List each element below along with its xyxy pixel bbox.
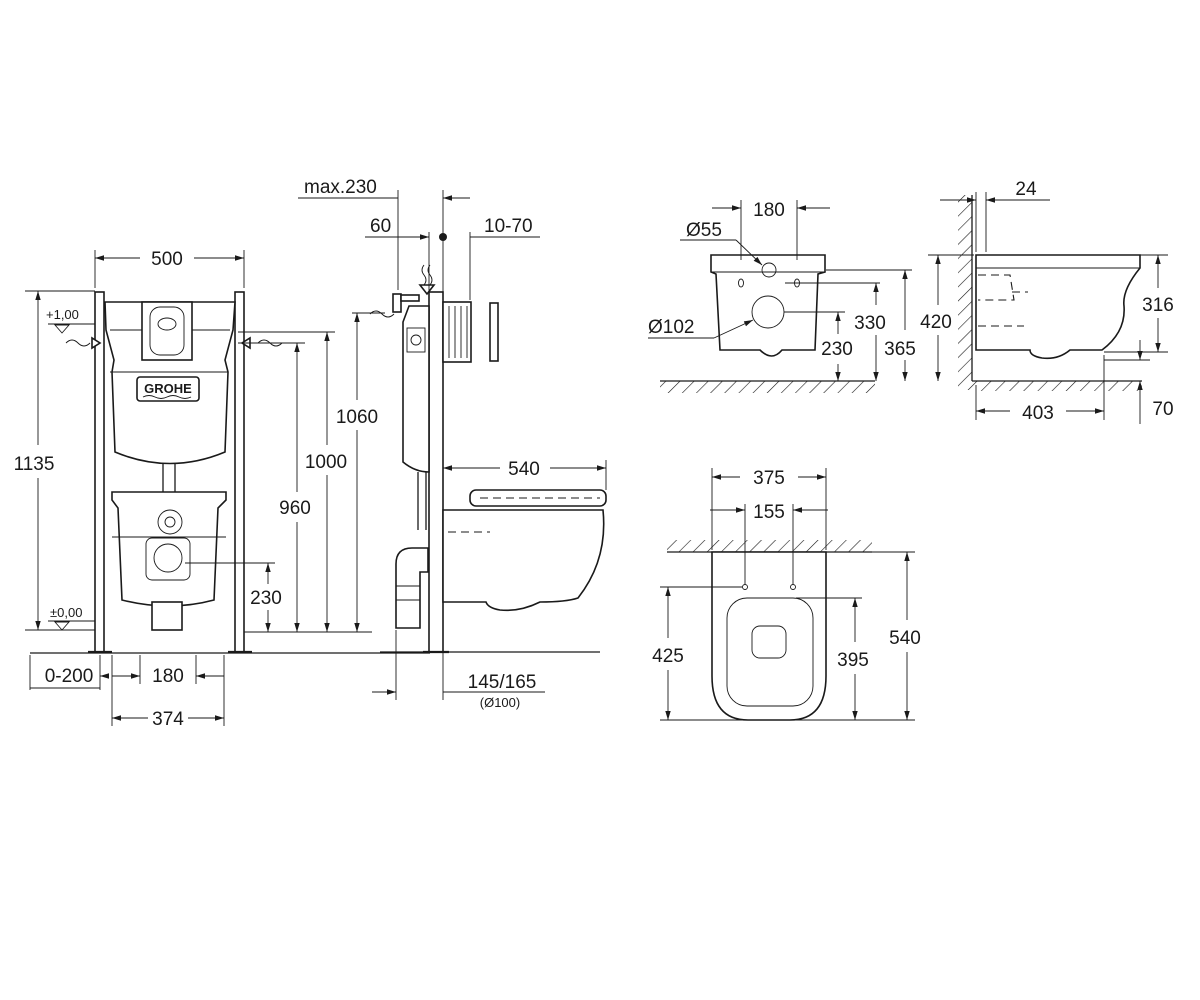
- brand-logo: GROHE: [144, 381, 192, 396]
- dim-70: 70: [1152, 399, 1173, 420]
- dim-403: 403: [1022, 403, 1054, 424]
- dim-960: 960: [279, 498, 311, 519]
- level-plus: +1,00: [46, 307, 79, 322]
- dim-540-plan: 540: [889, 628, 921, 649]
- dim-155: 155: [753, 502, 785, 523]
- dim-diam-102: Ø102: [648, 317, 694, 338]
- level-zero: ±0,00: [50, 605, 82, 620]
- side-view: max.230 60 10-70 540 145/165 (Ø100): [298, 177, 607, 710]
- dim-500: 500: [151, 249, 183, 270]
- dim-395: 395: [837, 650, 869, 671]
- bowl-rear-view: 180 Ø55 Ø102 330 230 365: [648, 200, 916, 393]
- dim-425: 425: [652, 646, 684, 667]
- dim-420: 420: [920, 312, 952, 333]
- dim-230-front: 230: [250, 588, 282, 609]
- dim-365: 365: [884, 339, 916, 360]
- dim-10-70: 10-70: [484, 216, 533, 237]
- dim-1000: 1000: [305, 452, 347, 473]
- dim-316: 316: [1142, 295, 1174, 316]
- dim-max-230: max.230: [304, 177, 377, 198]
- dim-230-bowl: 230: [821, 339, 853, 360]
- dim-145-165: 145/165: [468, 672, 537, 693]
- dim-180-front: 180: [152, 666, 184, 687]
- dim-375: 375: [753, 468, 785, 489]
- dim-60: 60: [370, 216, 391, 237]
- bowl-side-view: 24 420 316 403 70: [920, 179, 1174, 424]
- dim-24: 24: [1015, 179, 1037, 200]
- dim-374: 374: [152, 709, 184, 730]
- dim-diam-55: Ø55: [686, 220, 722, 241]
- dim-540-side: 540: [508, 459, 540, 480]
- dim-0-200: 0-200: [45, 666, 94, 687]
- dim-1135: 1135: [14, 454, 55, 475]
- dim-1060: 1060: [336, 407, 378, 428]
- dim-330: 330: [854, 313, 886, 334]
- bowl-plan-view: 375 155 425 395 540: [652, 468, 921, 721]
- dim-180-top: 180: [753, 200, 785, 221]
- dim-diam-100: (Ø100): [480, 695, 520, 710]
- front-view: GROHE +1,00 ±0,00 500: [14, 249, 430, 730]
